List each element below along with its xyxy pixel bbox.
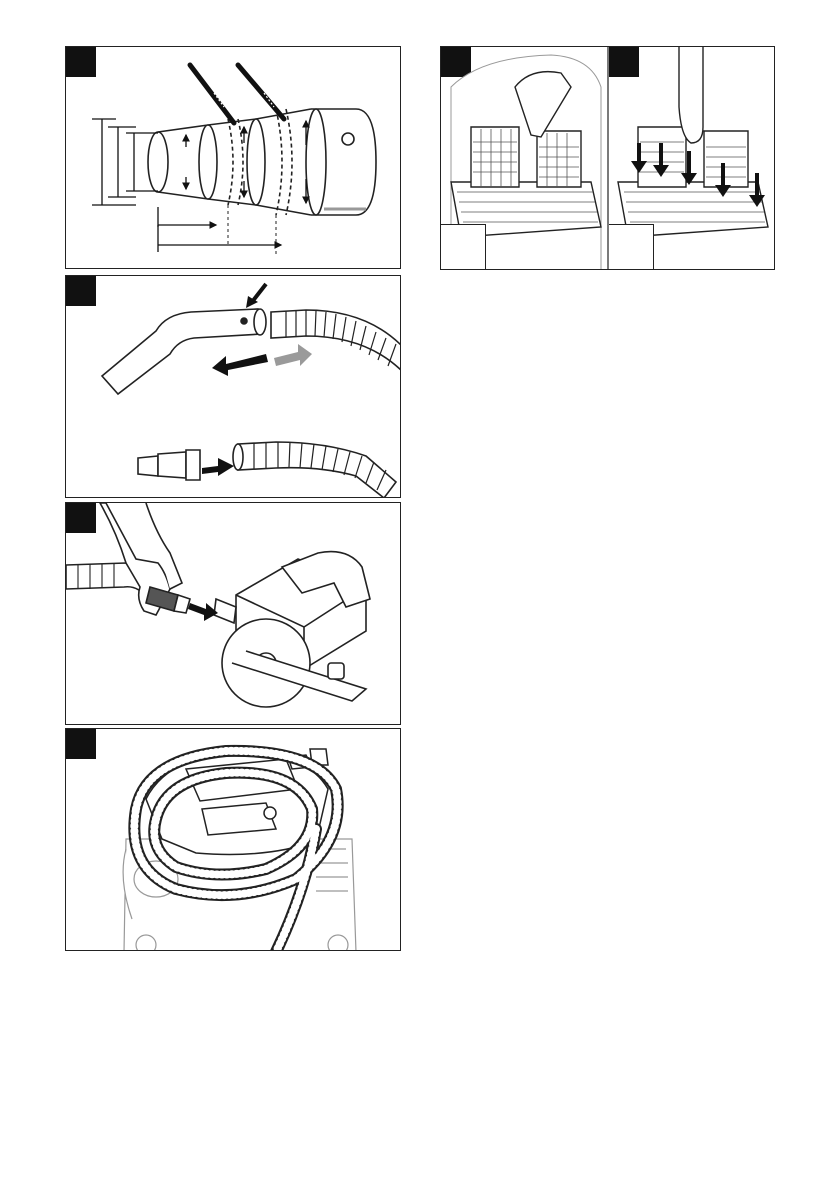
vacuum-illustration — [66, 729, 401, 951]
figure-4-panel — [65, 728, 401, 951]
saw-illustration — [66, 503, 401, 725]
figure-1-panel — [65, 46, 401, 269]
figure-5-corner-right — [609, 224, 654, 269]
figure-3-panel — [65, 502, 401, 725]
figure-5-panel — [440, 46, 775, 270]
filter-illustration — [441, 47, 775, 270]
figure-2-panel — [65, 275, 401, 498]
adapter-illustration — [66, 47, 401, 269]
figure-5-corner-left — [441, 224, 486, 269]
handle-illustration — [66, 276, 401, 498]
